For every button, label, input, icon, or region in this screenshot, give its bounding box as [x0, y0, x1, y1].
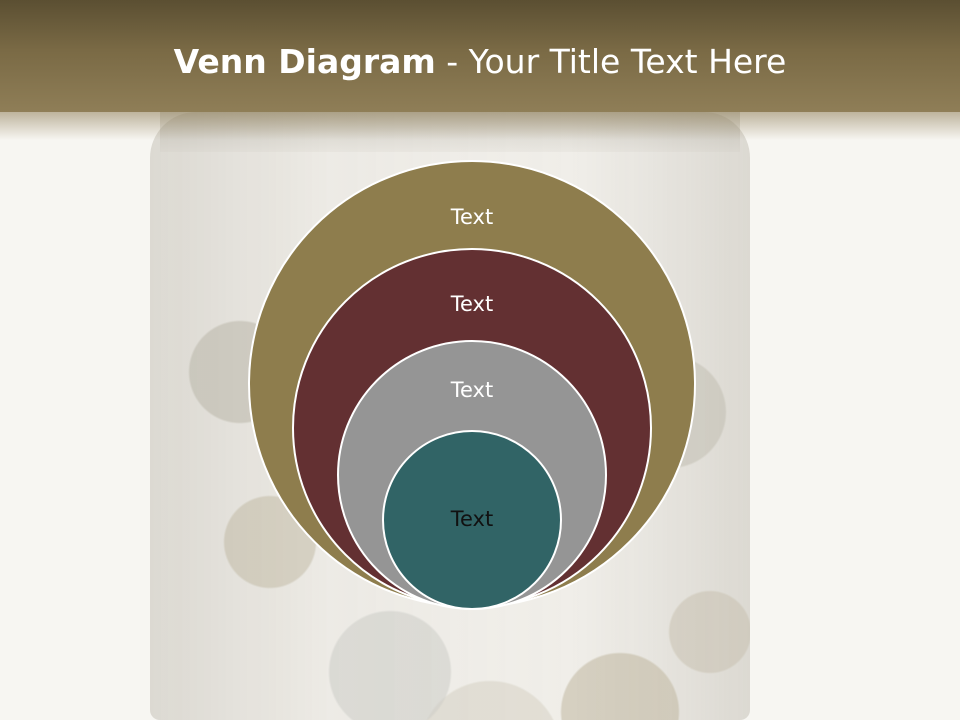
title-bar-fade	[0, 112, 960, 140]
venn-label-outer[interactable]: Text	[450, 205, 494, 229]
slide-title-rest: - Your Title Text Here	[435, 42, 787, 81]
venn-circle-inner[interactable]	[382, 430, 562, 610]
venn-label-third[interactable]: Text	[450, 378, 494, 402]
title-bar	[0, 0, 960, 112]
slide-title-bold: Venn Diagram	[173, 42, 436, 81]
slide-title: Venn Diagram - Your Title Text Here	[0, 40, 960, 84]
venn-label-inner[interactable]: Text	[450, 507, 494, 531]
venn-label-second[interactable]: Text	[450, 292, 494, 316]
